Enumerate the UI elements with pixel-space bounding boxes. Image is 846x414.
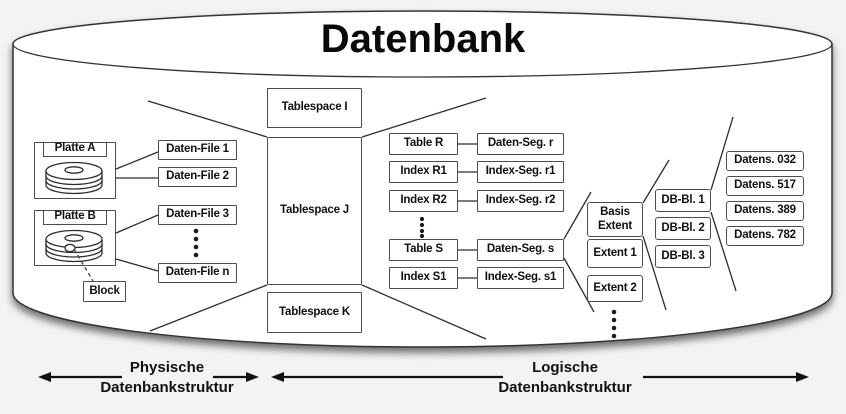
segment-box: Daten-Seg. s — [477, 239, 564, 261]
fan-lines — [115, 97, 737, 340]
legend-logical-line1: Logische — [532, 359, 598, 376]
db-block-box: DB-Bl. 3 — [655, 245, 711, 268]
record-box: Datens. 517 — [726, 176, 804, 196]
block-marker-icon — [64, 243, 76, 253]
db-block-box: DB-Bl. 1 — [655, 189, 711, 212]
tablespace-box: Tablespace I — [267, 88, 362, 128]
diagram-title: Datenbank — [320, 17, 526, 61]
daten-file-box: Daten-File 2 — [158, 167, 237, 187]
tablespace-box: Tablespace K — [267, 292, 362, 333]
extent-box: Basis Extent — [587, 202, 643, 237]
record-box: Datens. 782 — [726, 226, 804, 246]
segment-box: Index-Seg. r2 — [477, 190, 564, 212]
disk-icon — [45, 161, 103, 195]
table-box: Table S — [389, 239, 458, 261]
extent-box: Extent 2 — [587, 275, 643, 302]
record-box: Datens. 032 — [726, 151, 804, 171]
table-box: Table R — [389, 133, 458, 155]
legend-logical-line2: Datenbankstruktur — [498, 379, 632, 396]
disk-icon — [45, 229, 103, 263]
disk-box-platte-b: Platte B — [34, 209, 116, 266]
platte-b-label: Platte B — [43, 209, 107, 225]
index-box: Index R2 — [389, 190, 458, 212]
legend-physical-line1: Physische — [129, 359, 205, 376]
tablespace-box: Tablespace J — [267, 137, 362, 285]
segment-box: Daten-Seg. r — [477, 133, 564, 155]
daten-file-box: Daten-File 1 — [158, 140, 237, 160]
index-box: Index S1 — [389, 267, 458, 289]
index-box: Index R1 — [389, 161, 458, 183]
legend-physical-line2: Datenbankstruktur — [100, 379, 234, 396]
daten-file-box: Daten-File n — [158, 263, 237, 283]
daten-file-box: Daten-File 3 — [158, 205, 237, 225]
cylinder-top-ellipse-lower-arc — [12, 43, 833, 78]
disk-box-platte-a: Platte A — [34, 141, 116, 199]
record-box: Datens. 389 — [726, 201, 804, 221]
double-arrow-icon — [38, 372, 809, 382]
ellipsis-dots — [193, 216, 617, 339]
block-box: Block — [83, 281, 126, 302]
extent-box: Extent 1 — [587, 239, 643, 268]
segment-box: Index-Seg. s1 — [477, 267, 564, 289]
segment-box: Index-Seg. r1 — [477, 161, 564, 183]
db-block-box: DB-Bl. 2 — [655, 217, 711, 240]
platte-a-label: Platte A — [43, 141, 107, 157]
